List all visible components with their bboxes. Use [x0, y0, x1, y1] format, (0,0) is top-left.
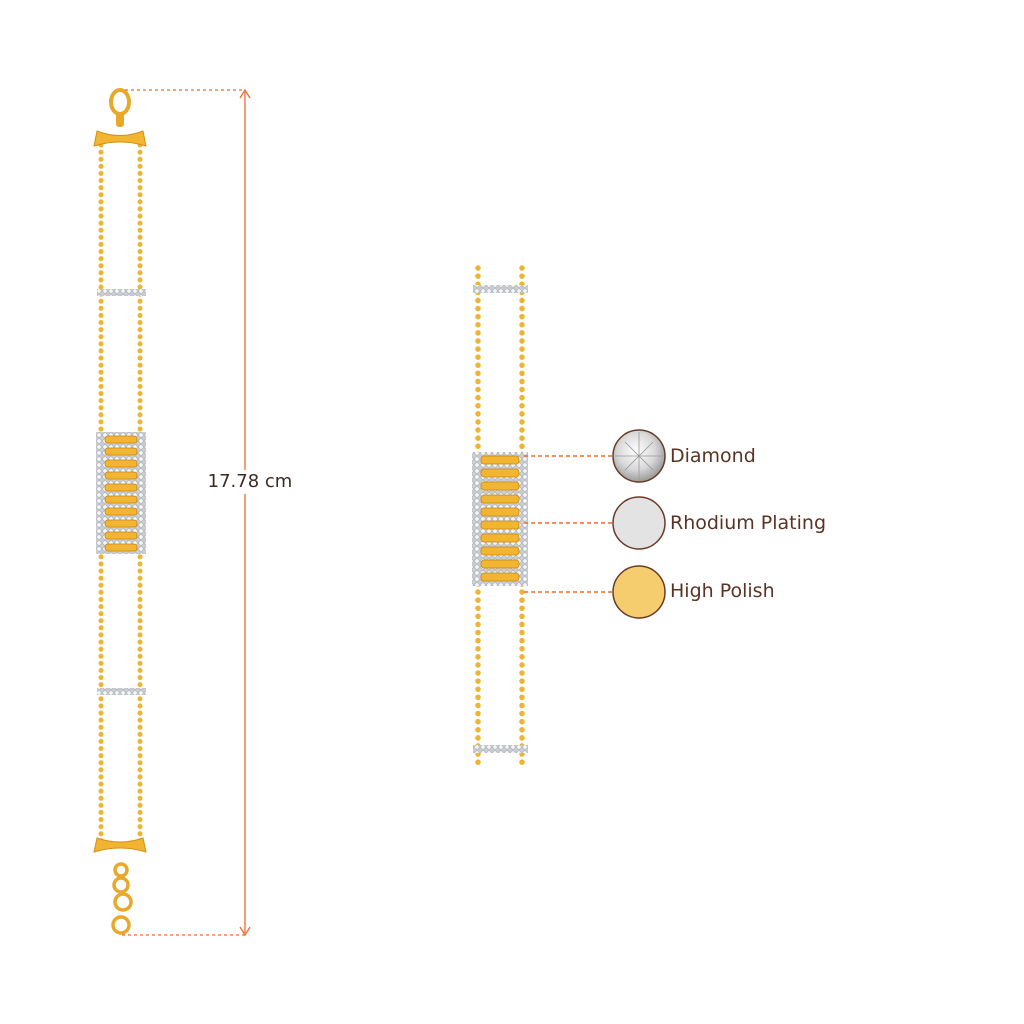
bottom-bow-connector	[93, 837, 147, 853]
high-polish-swatch-icon	[612, 565, 666, 619]
detail-bracelet	[472, 265, 528, 773]
detail-diamond-bar-bottom	[473, 745, 528, 753]
legend-label-diamond: Diamond	[670, 445, 756, 467]
diamond-facets	[615, 432, 663, 480]
detail-diamond-bar-top	[473, 285, 528, 293]
legend-leaders	[524, 455, 612, 593]
rhodium-swatch-icon	[612, 496, 666, 550]
legend-label-high-polish: High Polish	[670, 580, 775, 602]
detail-center-panel	[472, 452, 528, 586]
dimension-line	[122, 88, 251, 937]
full-bracelet	[93, 88, 147, 935]
length-label: 17.78 cm	[200, 470, 300, 494]
diamond-bar-bottom	[97, 688, 146, 695]
legend-label-rhodium-plating: Rhodium Plating	[670, 512, 827, 534]
top-bow-connector	[93, 130, 147, 147]
extension-rings	[111, 862, 133, 935]
lobster-clasp	[109, 88, 131, 127]
diamond-bar-top	[97, 289, 146, 296]
center-panel	[96, 432, 146, 554]
